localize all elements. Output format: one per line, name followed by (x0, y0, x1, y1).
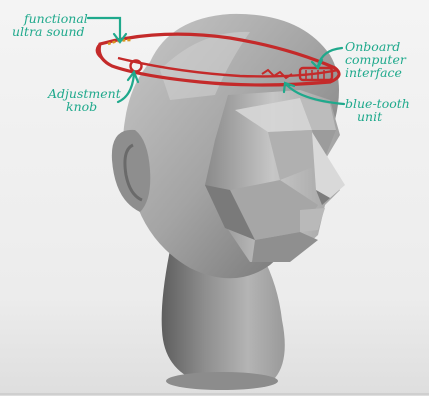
label-bluetooth-unit: blue-tooth unit (345, 97, 410, 123)
label-onboard-computer-interface: Onboard computer interface (345, 40, 406, 79)
label-adjustment-knob: Adjustment knob (48, 87, 121, 113)
label-functional-ultrasound: functional ultra sound (24, 12, 88, 38)
